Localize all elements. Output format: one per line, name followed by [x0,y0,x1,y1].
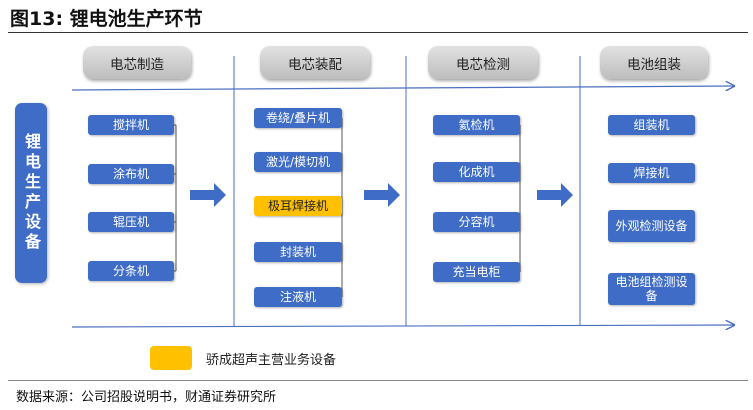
flow-arrow-2 [364,183,400,207]
equipment-box: 封装机 [254,242,342,262]
equipment-box: 充当电柜 [433,262,520,282]
equipment-box: 组装机 [608,115,695,135]
equipment-box: 焊接机 [608,163,695,183]
stage-header-pack-assembly: 电池组装 [600,46,708,79]
title-divider [8,32,748,33]
equipment-box: 激光/模切机 [254,152,342,172]
bracket-stage-3 [518,124,521,273]
side-label-lithium-equipment: 锂电生产设备 [15,103,47,283]
equipment-box: 卷绕/叠片机 [254,108,342,128]
top-timeline-arrow [71,86,734,90]
equipment-box: 化成机 [433,162,520,182]
equipment-box: 外观检测设备 [608,210,695,242]
equipment-box: 涂布机 [88,164,174,184]
bottom-timeline-arrow [71,325,734,327]
legend-swatch [150,346,192,370]
source-note: 数据来源：公司招股说明书，财通证券研究所 [16,390,277,405]
flow-arrow-3 [537,183,573,207]
equipment-box-highlighted: 极耳焊接机 [254,196,342,216]
footer-divider [8,380,748,381]
stage-header-cell-testing: 电芯检测 [428,46,538,79]
stage-header-cell-manufacturing: 电芯制造 [83,46,191,79]
legend-label: 骄成超声主营业务设备 [206,353,337,368]
bracket-stage-1 [174,124,177,272]
stage-header-cell-assembly: 电芯装配 [260,46,370,79]
equipment-box: 电池组检测设备 [608,273,695,305]
equipment-box: 氦检机 [433,115,520,135]
equipment-box: 辊压机 [88,212,174,232]
equipment-box: 搅拌机 [88,115,174,135]
flow-arrow-1 [190,183,226,207]
equipment-box: 分容机 [433,212,520,232]
figure-title: 图13: 锂电池生产环节 [10,8,203,30]
equipment-box: 注液机 [254,287,342,307]
equipment-box: 分条机 [88,261,174,281]
